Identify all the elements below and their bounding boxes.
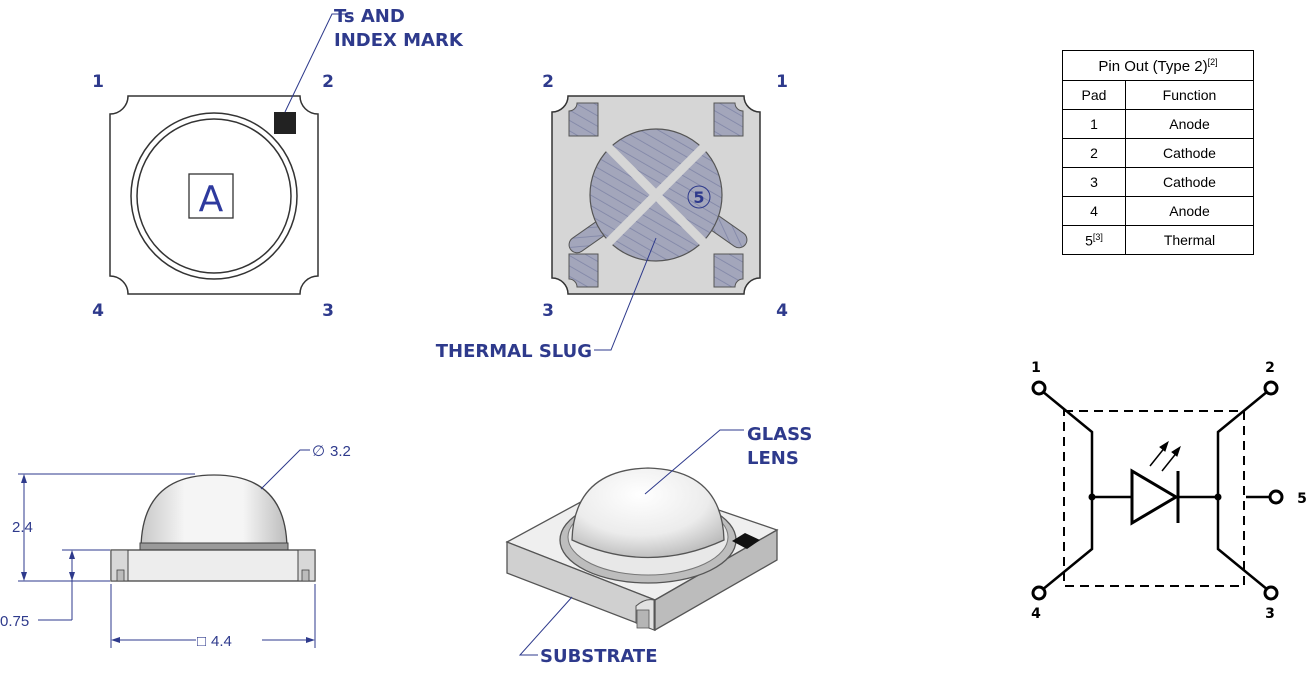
pin-table-pad-value: 1 xyxy=(1090,116,1098,132)
dim-diameter-symbol: ∅ xyxy=(312,443,325,460)
table-row: 1 Anode xyxy=(1062,109,1254,139)
pin-table-function-cell: Anode xyxy=(1125,196,1254,226)
index-mark-callout-line1: Ts AND xyxy=(334,6,405,27)
pin-table-pad-cell: 1 xyxy=(1062,109,1126,139)
pin-table-title-row: Pin Out (Type 2)[2] xyxy=(1062,50,1254,81)
iso-substrate-right xyxy=(654,528,778,632)
schematic-terminal-1 xyxy=(1031,380,1047,396)
pad-4 xyxy=(713,253,744,288)
schematic-pin-1: 1 xyxy=(1031,360,1041,376)
table-row: 3 Cathode xyxy=(1062,167,1254,197)
side-view-dome xyxy=(140,474,288,549)
pin-table-pad-value: 3 xyxy=(1090,174,1098,190)
index-mark xyxy=(274,112,296,134)
pin-table-pad-cell: 3 xyxy=(1062,167,1126,197)
dim-height-substrate: 0.75 xyxy=(0,613,29,630)
bottom-pin-3: 3 xyxy=(542,301,554,321)
schematic-pin-4: 4 xyxy=(1031,606,1041,622)
schematic-pin-3: 3 xyxy=(1265,606,1275,622)
pin-table-header-pad: Pad xyxy=(1062,80,1126,110)
table-row: 5[3]Thermal xyxy=(1062,225,1254,255)
iso-index-mark xyxy=(732,533,760,549)
dim-height-total: 2.4 xyxy=(12,519,33,536)
bottom-view: 5 THERMAL SLUG 2 1 3 4 xyxy=(436,72,788,362)
thermal-slug xyxy=(568,128,748,262)
thermal-pad-marker xyxy=(687,185,711,209)
top-pin-1: 1 xyxy=(92,72,104,92)
pin-table-function-cell: Anode xyxy=(1125,109,1254,139)
table-row: 4 Anode xyxy=(1062,196,1254,226)
schematic xyxy=(1031,380,1284,601)
side-view-dome-base xyxy=(139,542,289,551)
pad-1 xyxy=(713,102,744,137)
pin-table-pad-value: 4 xyxy=(1090,203,1098,219)
pin-table-title-text: Pin Out (Type 2) xyxy=(1098,57,1208,75)
pad-3 xyxy=(568,253,599,288)
thermal-pad-number: 5 xyxy=(693,188,704,207)
pin-table-pad-note: [3] xyxy=(1092,231,1103,242)
diode-symbol xyxy=(1130,468,1179,526)
pin-table-pad-cell: 2 xyxy=(1062,138,1126,168)
bottom-pin-1: 1 xyxy=(776,72,788,92)
mark-letter-box xyxy=(188,173,234,219)
glass-lens-callout-line1: GLASS xyxy=(747,424,812,445)
glass-lens-callout-line2: LENS xyxy=(747,448,799,469)
pin-table-header-function: Function xyxy=(1125,80,1254,110)
dim-diameter: 3.2 xyxy=(330,443,351,460)
dim-width-symbol: □ xyxy=(197,633,206,650)
bottom-pin-4: 4 xyxy=(776,301,788,321)
schematic-package-outline xyxy=(1063,410,1245,587)
schematic-pin-5: 5 xyxy=(1297,491,1307,507)
top-pin-3: 3 xyxy=(322,301,334,321)
substrate-callout: SUBSTRATE xyxy=(540,646,658,667)
top-pin-4: 4 xyxy=(92,301,104,321)
schematic-terminal-4 xyxy=(1031,585,1047,601)
schematic-pin-2: 2 xyxy=(1265,360,1275,376)
pin-table-pad-value: 5 xyxy=(1085,232,1093,249)
iso-lens-dome xyxy=(571,467,725,559)
schematic-terminal-3 xyxy=(1263,585,1279,601)
pad-2 xyxy=(568,102,599,137)
pin-table-function-cell: Thermal xyxy=(1125,225,1254,255)
top-pin-2: 2 xyxy=(322,72,334,92)
pin-table-pad-cell: 5[3] xyxy=(1062,225,1126,255)
pin-table-function-cell: Cathode xyxy=(1125,167,1254,197)
bottom-pin-2: 2 xyxy=(542,72,554,92)
table-row: 2 Cathode xyxy=(1062,138,1254,168)
top-view: A Ts AND INDEX MARK 1 2 3 4 xyxy=(92,6,464,321)
pin-table-pad-value: 2 xyxy=(1090,145,1098,161)
pin-table-function-cell: Cathode xyxy=(1125,138,1254,168)
index-mark-callout-line2: INDEX MARK xyxy=(334,30,464,51)
pin-table-header-row: Pad Function xyxy=(1062,80,1254,110)
mark-letter: A xyxy=(199,179,224,220)
schematic-terminal-5 xyxy=(1268,489,1284,505)
side-view: ∅ 3.2 2.4 0.75 □ 4.4 xyxy=(0,443,351,650)
pin-table-title: Pin Out (Type 2)[2] xyxy=(1062,50,1254,81)
pin-table-pad-cell: 4 xyxy=(1062,196,1126,226)
schematic-terminal-2 xyxy=(1263,380,1279,396)
iso-view: GLASS LENS SUBSTRATE xyxy=(505,424,812,667)
thermal-slug-callout: THERMAL SLUG xyxy=(436,341,592,362)
dim-width: 4.4 xyxy=(211,633,232,650)
pin-table-title-note: [2] xyxy=(1207,56,1218,67)
side-view-substrate xyxy=(110,549,316,582)
